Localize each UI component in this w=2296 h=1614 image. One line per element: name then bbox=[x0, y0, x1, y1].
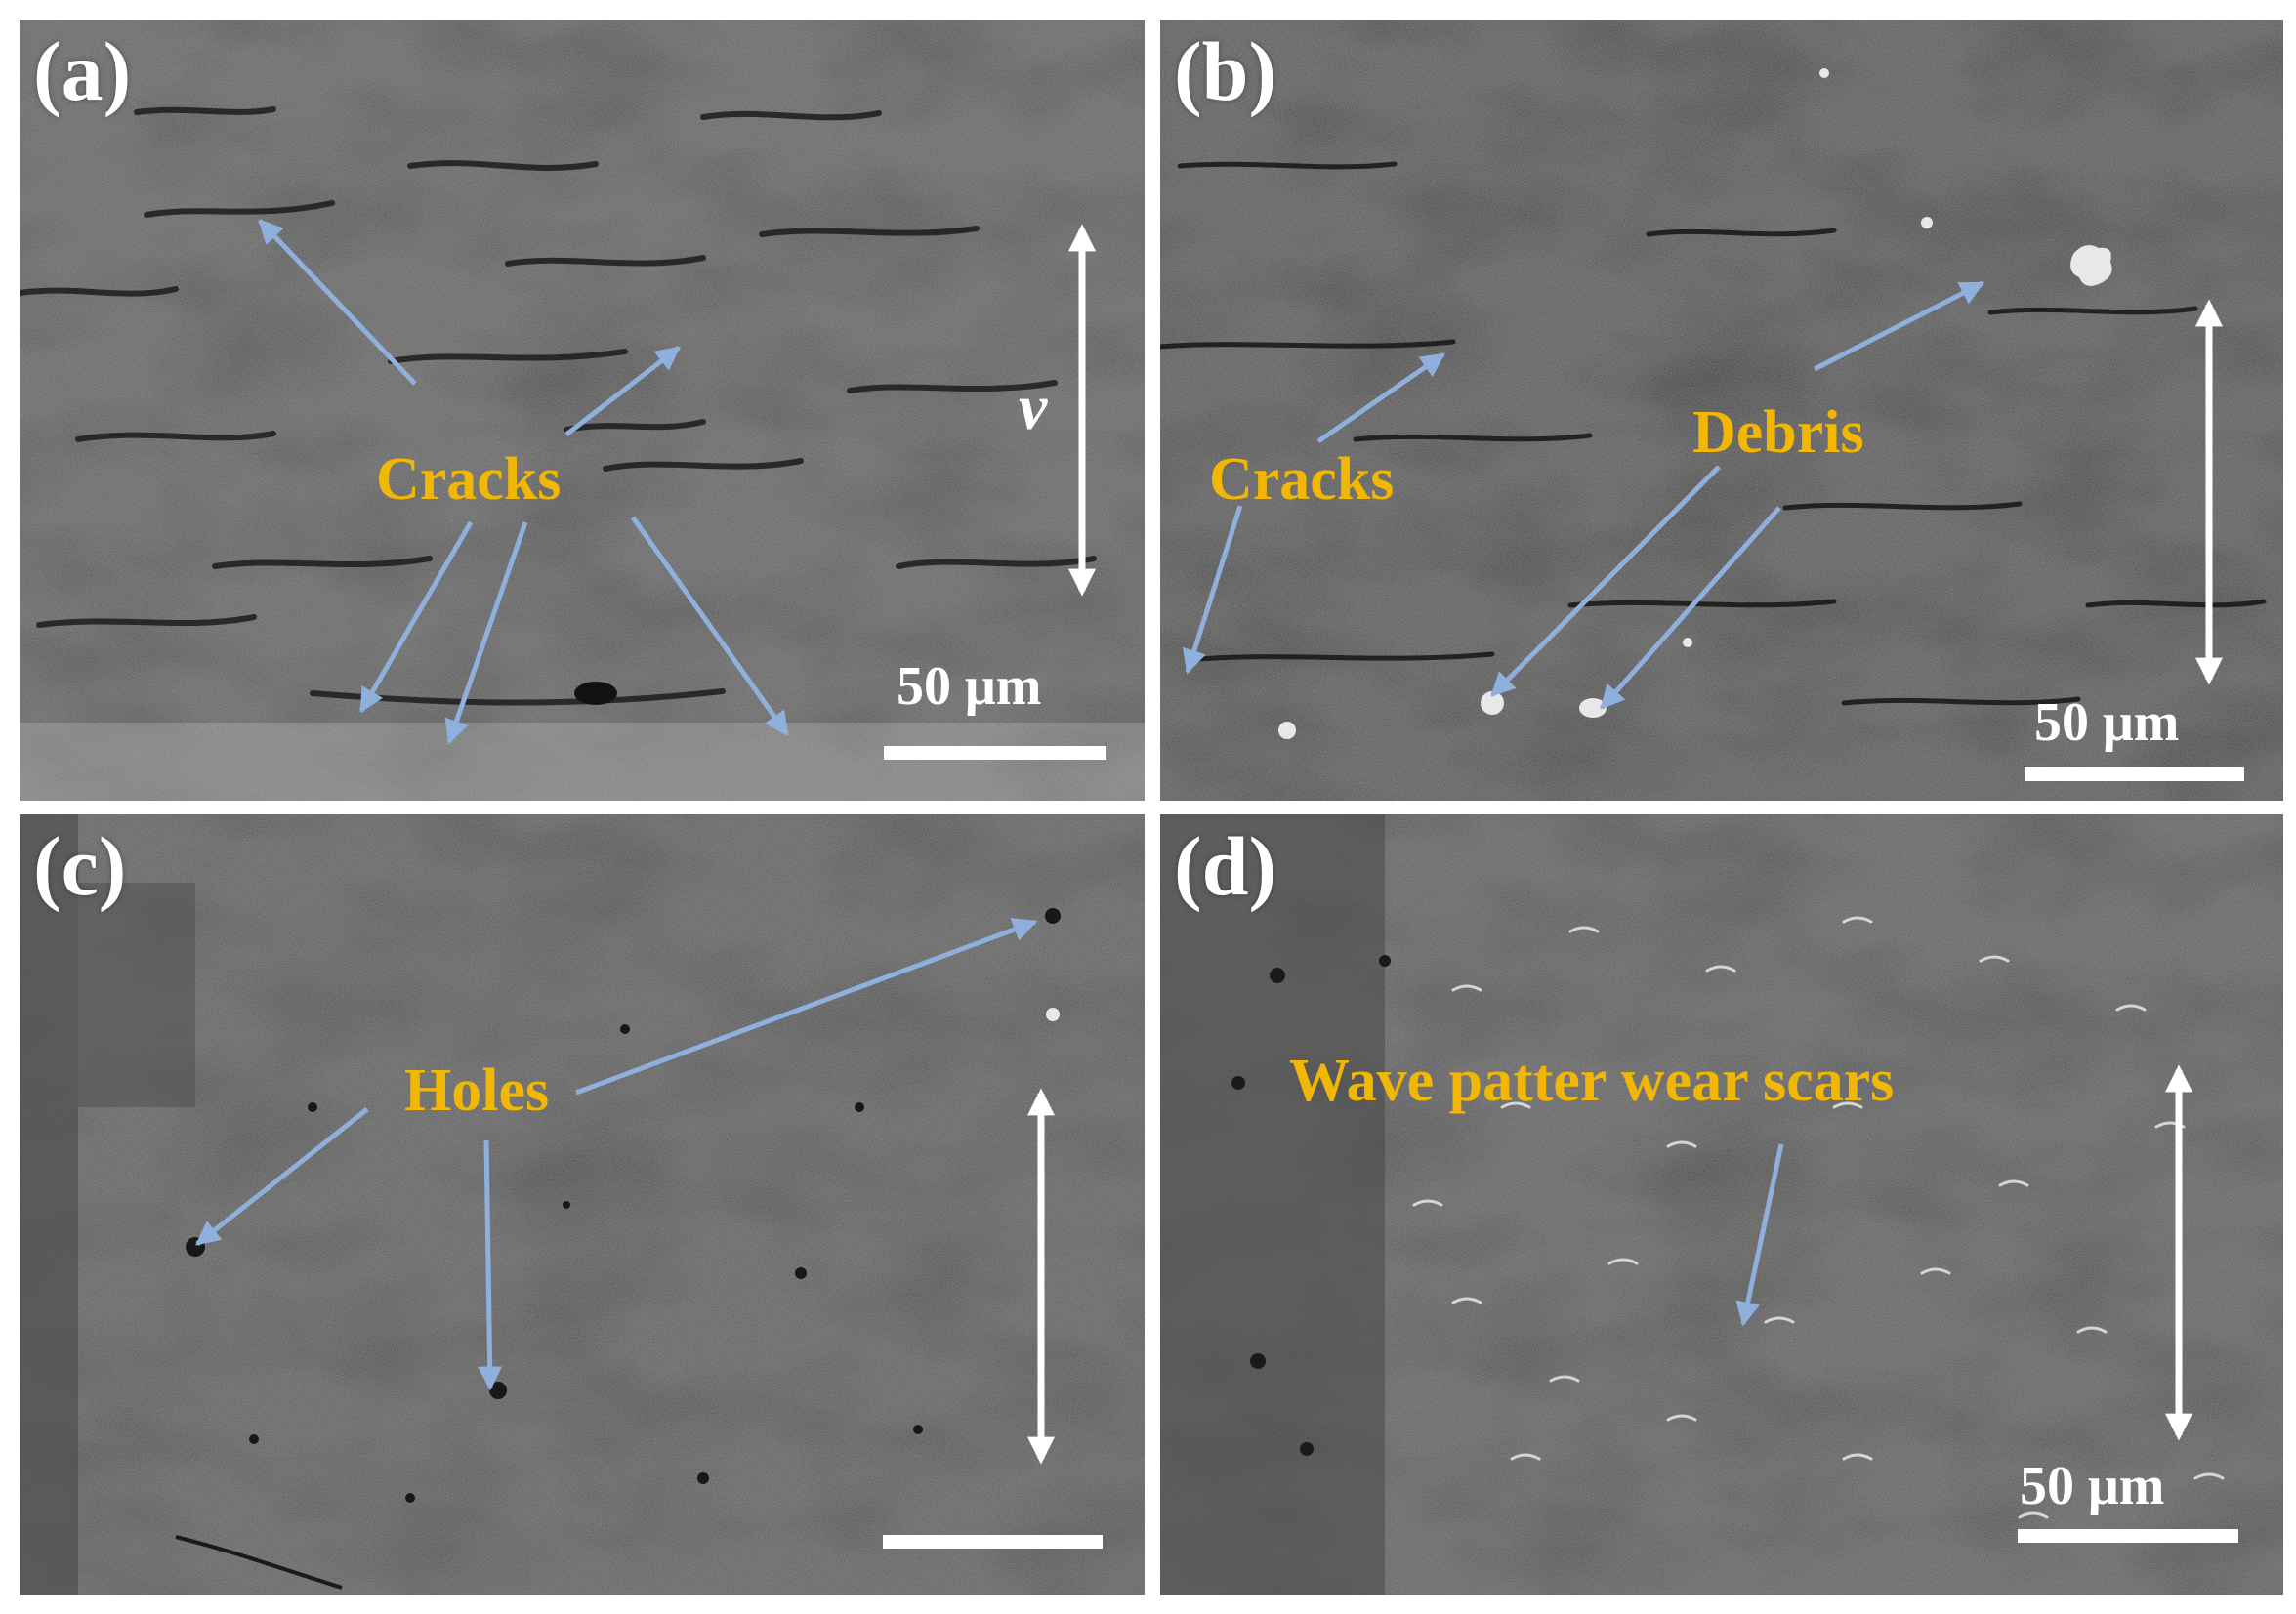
worn-surface-texture bbox=[1160, 814, 2283, 1595]
sem-panel-c: (c) Holes bbox=[20, 814, 1145, 1595]
worn-surface-texture bbox=[20, 814, 1145, 1595]
wave-pattern-annotation: Wave patter wear scars bbox=[1289, 1048, 1895, 1114]
scale-bar bbox=[2018, 1529, 2238, 1543]
scale-bar-label: 50 μm bbox=[897, 656, 1042, 717]
debris-annotation: Debris bbox=[1692, 399, 1864, 466]
scale-bar bbox=[2025, 767, 2244, 781]
cracks-annotation: Cracks bbox=[1209, 446, 1395, 513]
scale-bar bbox=[883, 1535, 1103, 1549]
panel-label: (d) bbox=[1174, 819, 1277, 913]
scale-bar-label: 50 μm bbox=[2034, 692, 2180, 753]
panel-label: (c) bbox=[33, 819, 127, 913]
sem-panel-b: (b) Cracks Debris 50 μm bbox=[1160, 20, 2283, 801]
scale-bar-label: 50 μm bbox=[2020, 1456, 2165, 1516]
sem-panel-a: (a) Cracks v 50 μm bbox=[20, 20, 1145, 801]
scale-bar bbox=[884, 746, 1106, 760]
holes-annotation: Holes bbox=[404, 1057, 550, 1124]
cracks-annotation: Cracks bbox=[376, 446, 562, 513]
sem-panel-d: (d) Wave patter wear scars 50 μm bbox=[1160, 814, 2283, 1595]
panel-label: (b) bbox=[1174, 24, 1277, 118]
velocity-label: v bbox=[1019, 372, 1048, 443]
panel-label: (a) bbox=[33, 24, 132, 118]
